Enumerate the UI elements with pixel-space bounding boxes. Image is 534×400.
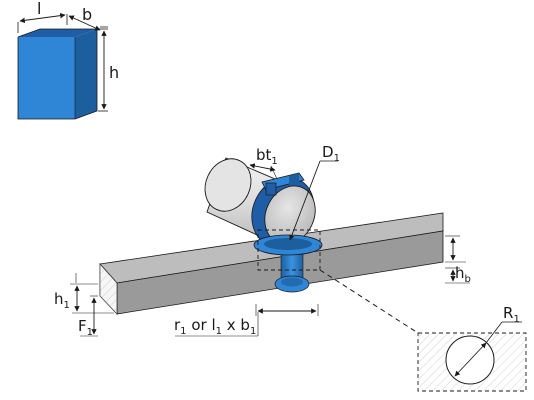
label-box-width: b [82,5,92,24]
dimension-roller-diameter: D1 [289,143,340,241]
dimension-box-height: h [98,28,119,112]
label-support-height: h1 [54,290,70,311]
specimen-box [17,28,98,120]
roller-clamp [261,172,305,196]
dimension-box-width: b [68,5,108,31]
label-box-height: h [109,63,119,82]
label-detail-radius: R1 [503,304,520,325]
detail-inset: R1 [417,304,527,392]
label-roller-diameter: D1 [322,143,340,164]
box-front-face [18,37,75,119]
label-box-length: l [37,0,41,18]
label-contact: r1 or l1 x b1 [174,316,256,337]
label-belt-thickness: bt1 [256,146,278,167]
dimension-support-height: h1 [54,273,114,314]
beam-end-face [99,262,118,316]
dimension-box-length: l [17,0,68,33]
dimension-load: F1 [78,295,98,338]
box-top-face [18,29,97,37]
dimension-beam-height: hb [445,235,471,285]
dimension-contact: r1 or l1 x b1 [174,304,319,337]
label-load: F1 [78,317,93,338]
detail-marker [257,229,321,271]
dimension-belt-thickness: bt1 [249,146,278,180]
detail-leader [319,269,419,334]
lower-support [274,253,310,293]
label-beam-height: hb [455,264,471,285]
box-side-face [75,29,97,119]
